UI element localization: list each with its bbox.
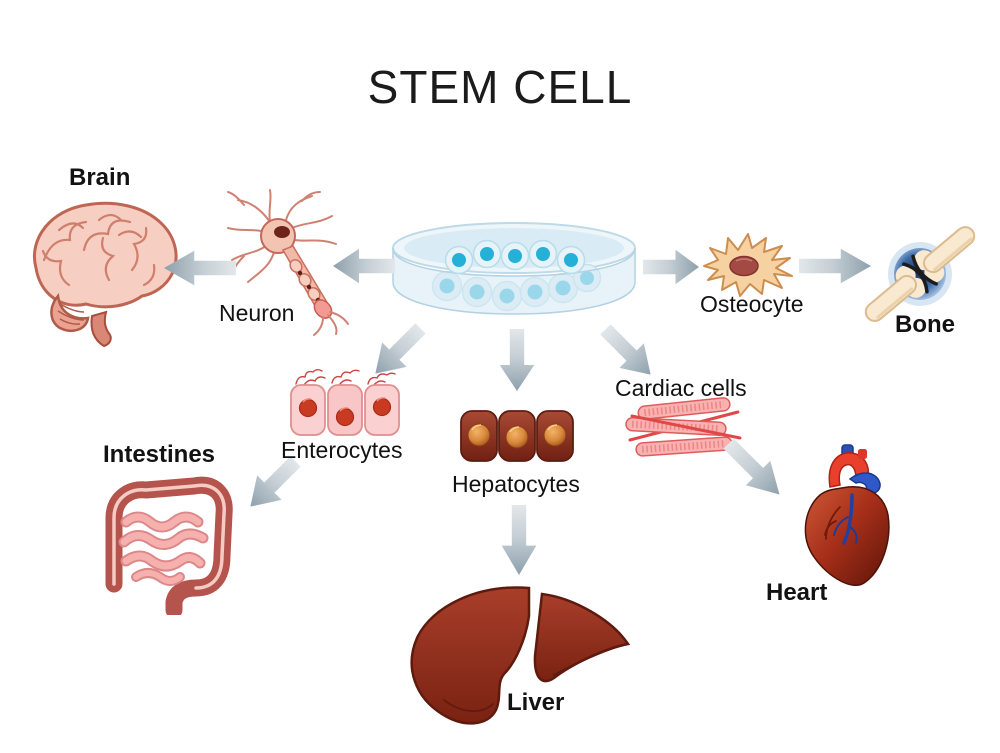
brain-label: Brain	[69, 164, 131, 191]
brain-illustration	[14, 190, 184, 355]
heart-illustration	[792, 443, 902, 600]
cardiac-cells-label: Cardiac cells	[615, 375, 747, 401]
intestines-illustration	[84, 460, 242, 620]
bone-label: Bone	[895, 311, 955, 338]
neuron-label: Neuron	[219, 300, 295, 326]
neuron-illustration	[220, 188, 355, 343]
stem-cells-upper-row	[444, 239, 586, 275]
bone-illustration	[850, 192, 990, 355]
enterocytes-label: Enterocytes	[281, 437, 403, 463]
cardiac-cells-illustration	[624, 396, 744, 471]
liver-illustration	[402, 582, 640, 737]
hepatocytes-label: Hepatocytes	[452, 471, 580, 497]
osteocyte-illustration	[696, 230, 796, 303]
heart-label: Heart	[766, 579, 828, 606]
osteocyte-label: Osteocyte	[700, 291, 804, 317]
page-title: STEM CELL	[367, 61, 633, 113]
hepatocytes-illustration	[458, 404, 576, 473]
arrow-hepatocytes-to-liver	[501, 505, 537, 575]
arrow-dish-to-osteocyte	[643, 249, 699, 285]
intestines-label: Intestines	[103, 441, 216, 468]
arrow-dish-to-hepatocytes	[499, 329, 535, 391]
enterocytes-illustration	[288, 366, 400, 445]
stem-cell-dish-illustration	[383, 210, 645, 337]
liver-label: Liver	[507, 689, 565, 716]
